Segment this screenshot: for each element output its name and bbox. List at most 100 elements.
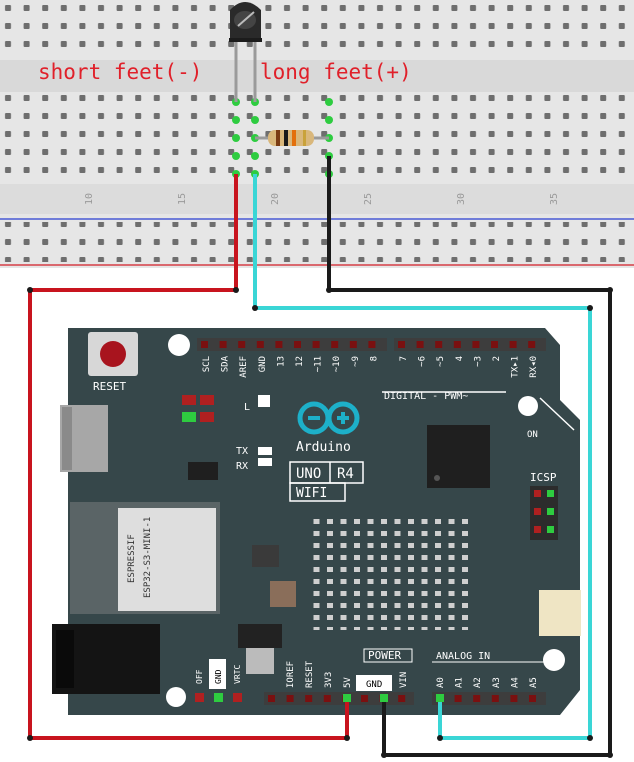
arduino-board: RESET Arduino UNO R4 WIFI DIGITAL - PWM~… [52,328,581,715]
header-pin [286,695,294,702]
header-pin [473,695,481,702]
top-pin-label: ~10 [332,356,342,372]
top-pin-label: ~11 [314,356,324,372]
header-pin [510,695,518,702]
column-number: 15 [177,193,188,205]
top-pin-label: ~3 [473,356,483,367]
module-name-label: ESP32-S3-MINI-1 [143,517,153,598]
left-pin-label: OFF [195,669,204,684]
wire-black [327,156,612,757]
top-pin-label: GND [258,356,268,372]
header-pin [398,695,406,702]
power-pin-label: 5V [343,677,353,688]
digital-label: DIGITAL - PWM~ [384,391,468,402]
model-label: UNO [296,466,321,482]
header-pin [305,695,313,702]
wire-red [28,174,349,740]
top-pin-label: TX▸1 [511,356,521,378]
top-pin-label: ~9 [351,356,361,367]
header-pin [312,341,320,348]
revision-label: R4 [337,466,354,482]
analog-pin-label: A2 [473,677,483,688]
header-pin [491,341,498,348]
top-pin-label: AREF [239,356,249,378]
header-pin [268,695,275,702]
column-number: 10 [84,193,95,205]
icsp-header [530,486,558,540]
header-pin [331,341,339,348]
analog-pin-label: A1 [455,677,465,688]
header-pin [219,341,227,348]
on-label: ON [527,430,538,440]
power-header [264,692,414,705]
power-pin-label: GND [366,680,382,690]
header-pin [238,341,246,348]
icsp-label: ICSP [530,471,557,484]
header-pin [509,341,517,348]
analog-label: ANALOG IN [436,651,490,662]
reset-label: RESET [93,380,126,393]
column-number: 25 [363,193,374,205]
wires [27,156,613,758]
power-pin-label: 3V3 [324,672,334,688]
rx-label: RX [236,461,248,472]
variant-label: WIFI [296,486,327,501]
column-number: 20 [270,193,281,205]
header-pin [491,695,499,702]
top-pin-label: SDA [221,355,231,372]
wire-cyan [253,174,592,740]
top-pin-label: 13 [276,356,286,367]
top-pin-label: 7 [399,356,409,361]
header-pin [361,695,368,702]
breadboard-top-holes [0,0,634,58]
power-pin-label: IOREF [286,661,296,688]
left-pin-label: VRTC [233,665,242,684]
tx-label: TX [236,446,248,457]
header-pin [528,341,536,348]
power-pin-label: VIN [399,672,409,688]
header-pin [435,341,443,348]
header-pin [453,341,461,348]
header-pin [398,341,405,348]
top-pin-label: ~6 [418,356,428,367]
header-pin [256,341,264,348]
analog-pin-label: A3 [492,677,502,688]
power-label: POWER [368,649,401,662]
header-pin [323,695,331,702]
power-pin-label: RESET [305,660,315,688]
top-pin-label: 8 [369,356,379,361]
header-pin [529,695,536,702]
header-pin [294,341,301,348]
header-pin [472,341,480,348]
header-pin [349,341,357,348]
header-pin [416,341,424,348]
top-pin-label: ~5 [436,356,446,367]
top-pin-label: 4 [455,356,465,361]
l-label: L [244,402,250,413]
resistor [255,130,329,146]
digital-header-2 [394,338,546,351]
header-pin [368,341,376,348]
column-number: 35 [549,193,560,205]
arduino-logo [297,401,360,435]
analog-pin-label: A0 [436,677,446,688]
column-number: 30 [456,193,467,205]
left-pin-label: GND [214,669,223,684]
header-pin [275,341,283,348]
header-pin [201,341,208,348]
analog-pin-label: A5 [529,677,539,688]
breadboard-rail-holes [0,222,634,262]
top-pin-label: RX◂0 [529,356,539,378]
breadboard: 10 15 20 25 30 35 [0,0,634,268]
led-matrix [310,518,475,630]
header-pin [454,695,462,702]
short-leg-annotation: short feet(-) [38,60,203,84]
qwiic-connector [539,590,581,636]
long-leg-annotation: long feet(+) [260,60,412,84]
top-pin-label: 2 [492,356,502,361]
analog-header [432,692,546,705]
column-numbers: 10 15 20 25 30 35 [84,193,560,205]
